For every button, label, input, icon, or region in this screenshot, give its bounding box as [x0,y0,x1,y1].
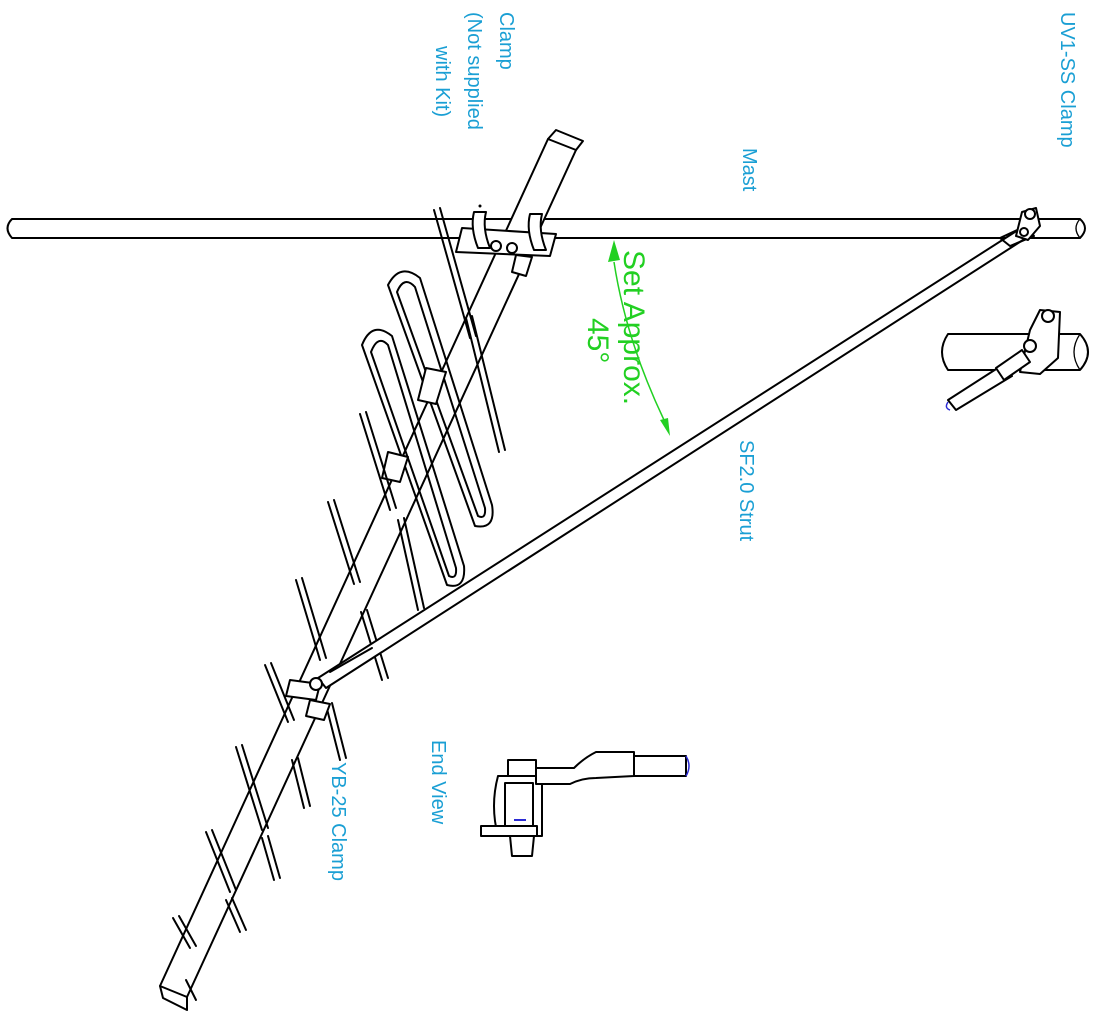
end-view-detail [480,751,690,857]
yb25-clamp [285,677,331,721]
label-clamp-line3: with Kit) [431,45,453,117]
label-mast: Mast [738,148,760,192]
mast-boom-clamp [455,204,557,277]
label-set-approx: Set Approx. [617,250,650,405]
label-clamp-line2: (Not supplied [463,12,485,130]
label-end-view: End View [427,740,449,825]
label-clamp-line1: Clamp [495,12,517,70]
mast [6,218,1086,239]
label-45-degrees: 45° [581,318,614,363]
label-sf20-strut: SF2.0 Strut [735,440,757,542]
uv1-ss-clamp [1015,207,1041,241]
label-yb25-clamp: YB-25 Clamp [327,762,349,881]
antenna-elements [172,207,506,1001]
labels: UV1-SS Clamp Mast Clamp (Not supplied wi… [327,12,1078,881]
uv1-clamp-detail [941,309,1089,411]
angle-indicator [608,240,670,436]
antenna-boom [159,129,584,1011]
label-uv1-ss-clamp: UV1-SS Clamp [1056,12,1078,148]
